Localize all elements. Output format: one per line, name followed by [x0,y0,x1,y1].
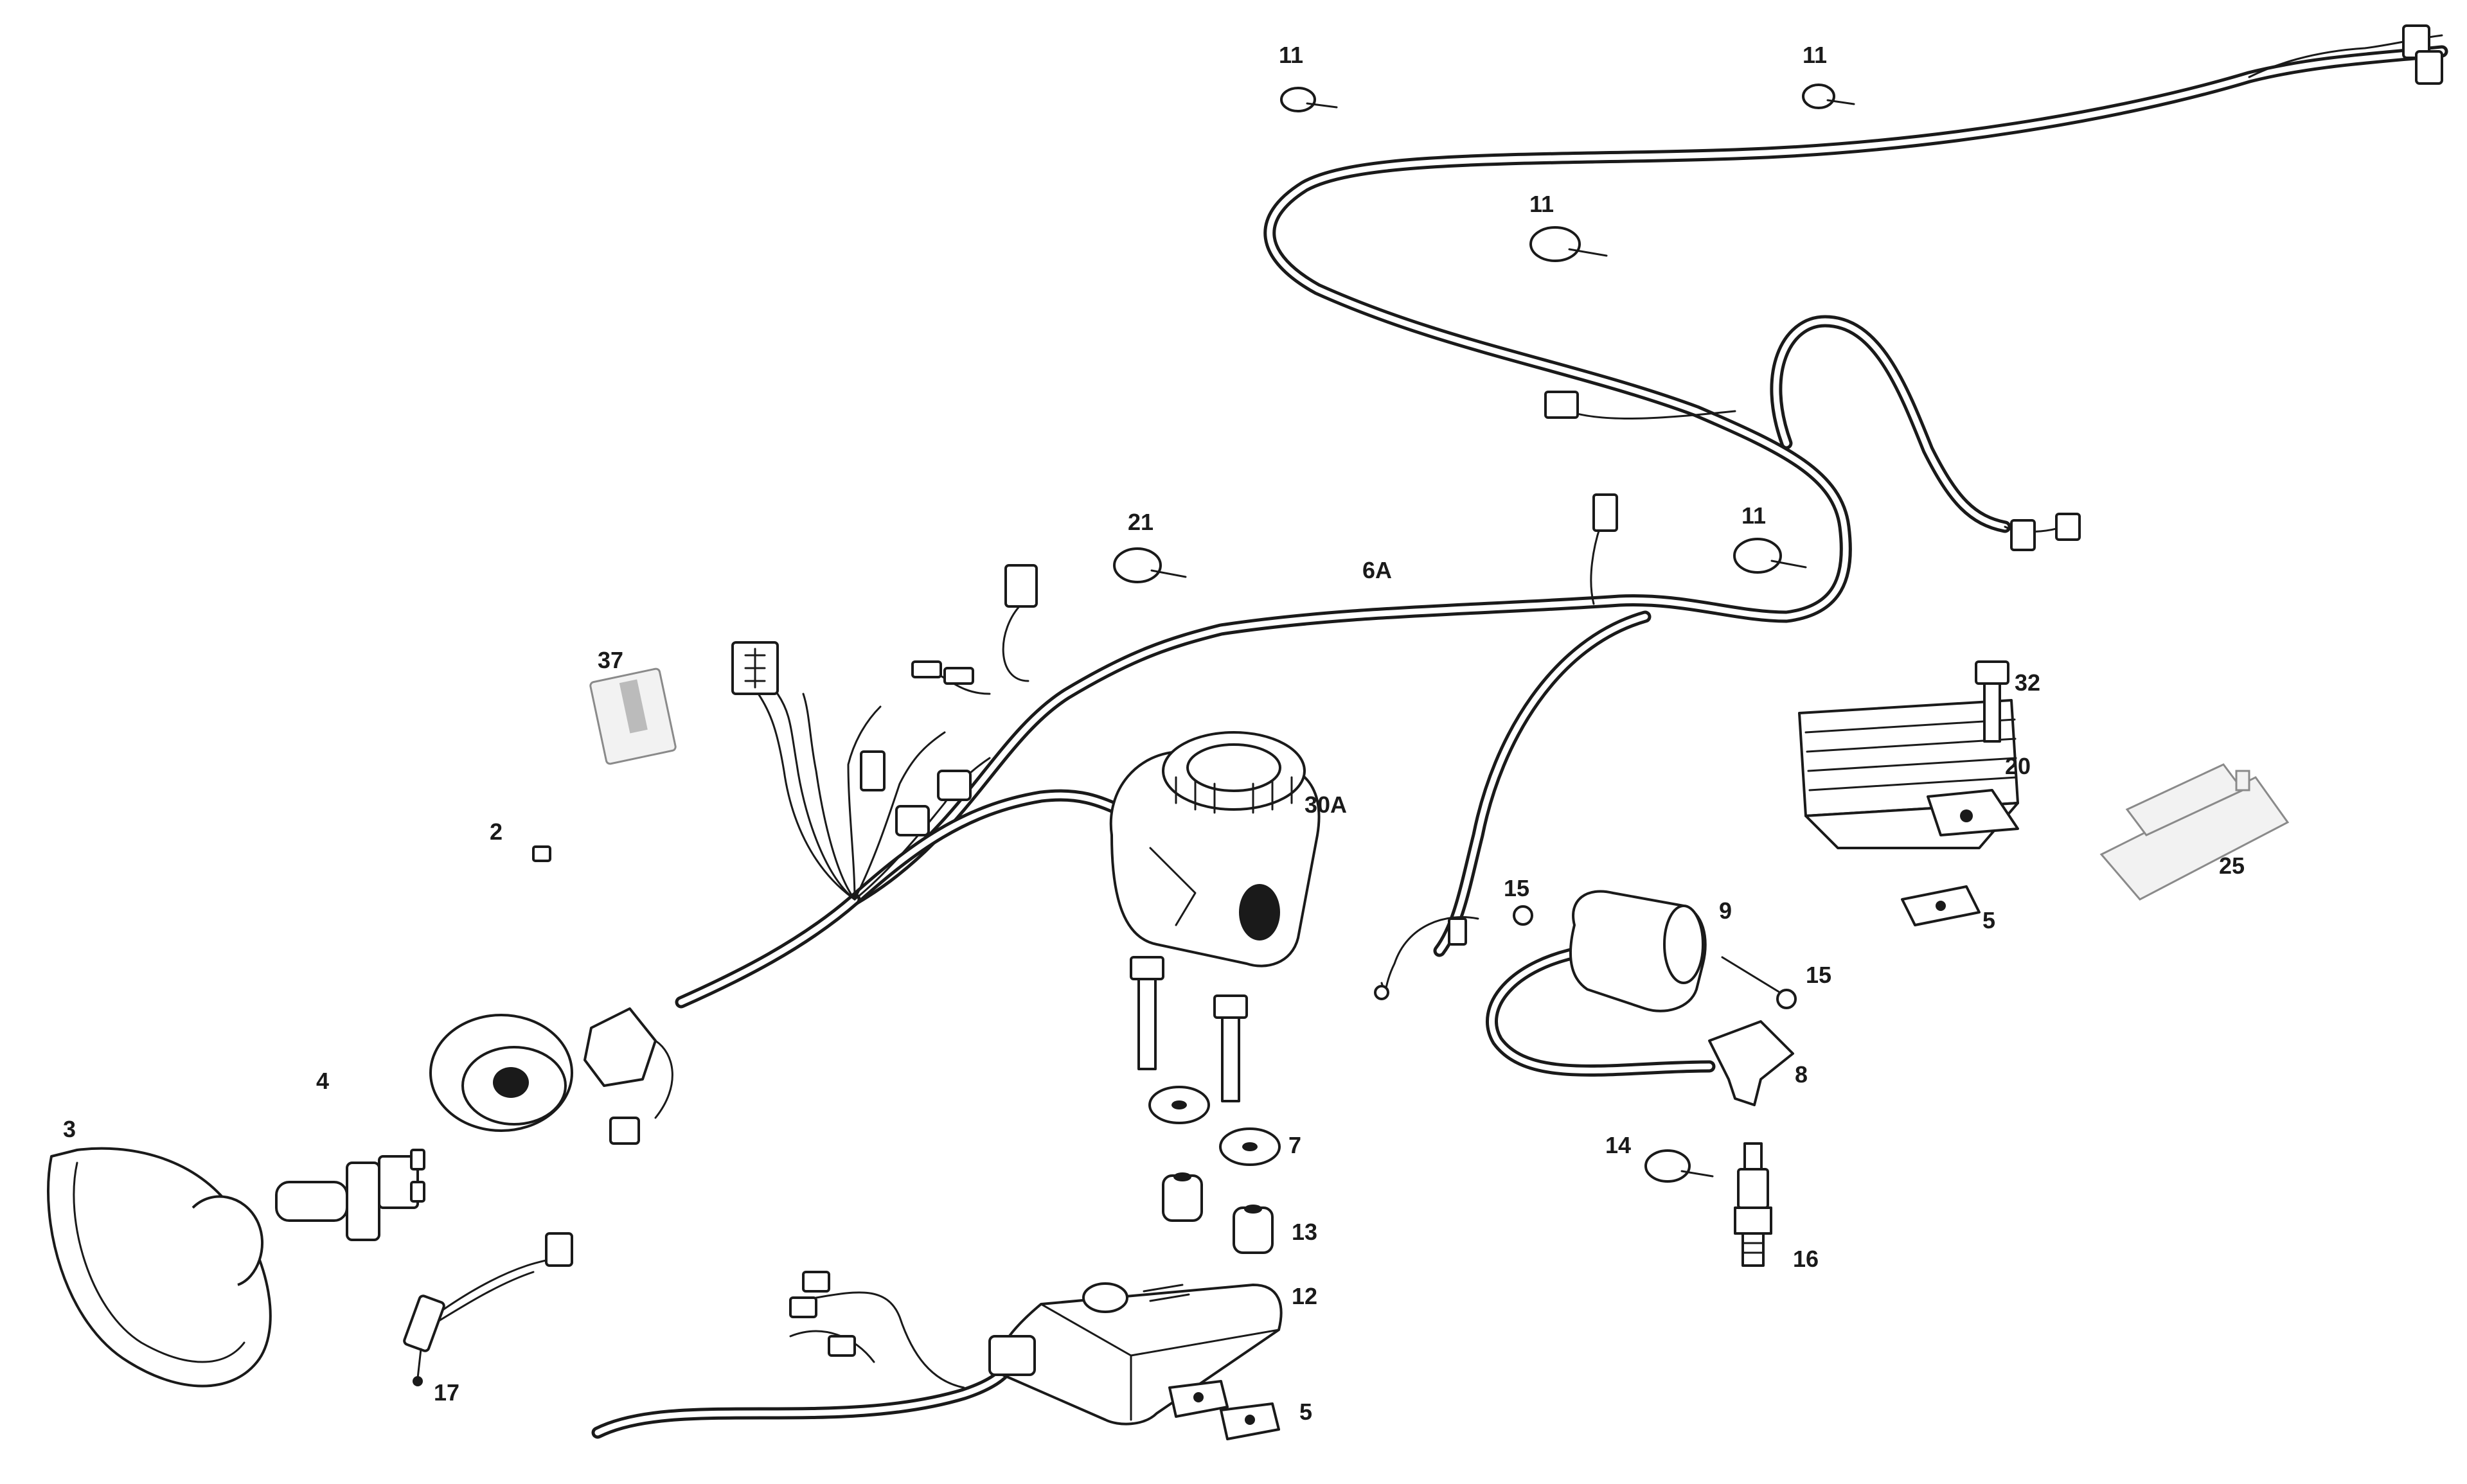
clamp-14 [1644,1149,1714,1183]
callout-4: 4 [316,1068,329,1094]
mounting-bolts [1130,956,1248,1102]
bulb-holder [429,1014,573,1132]
callout-labels: 11 11 11 11 21 6A 37 32 20 30A 2 15 9 15… [63,42,2245,1425]
callout-30a: 30A [1305,791,1347,818]
bulb-socket [583,1007,673,1145]
callout-5-a: 5 [1982,907,1995,933]
rectifier-regulator-20 [1798,699,2019,849]
callout-20: 20 [2005,753,2031,779]
handlebar-switch-30a [1109,731,1321,967]
clip-5-regulator [1901,885,1981,926]
callout-12: 12 [1292,1283,1317,1309]
cdi-unit-12 [988,1282,1283,1426]
callout-15-b: 15 [1806,962,1831,988]
bolt-32 [1975,660,2009,743]
relay-37 [589,667,677,765]
clamp-11-b [1802,84,1855,109]
spark-plug-16 [1734,1142,1772,1267]
callout-16: 16 [1793,1246,1819,1272]
callout-9: 9 [1719,897,1732,924]
washers-7 [1148,1086,1281,1166]
callout-6a: 6A [1362,557,1392,583]
small-fuse-2 [532,845,551,862]
grommets-13 [1162,1172,1274,1254]
callout-15-a: 15 [1504,875,1529,901]
callout-32: 32 [2015,669,2040,696]
sensor-17 [403,1294,445,1386]
screws-15 [1513,905,1797,1009]
clamp-11-a [1280,87,1338,112]
clamp-21 [1113,547,1187,583]
battery-cover-25 [2099,763,2290,901]
harness-connectors [545,24,2443,1357]
callout-13: 13 [1292,1219,1317,1245]
callout-17: 17 [434,1379,459,1406]
clamp-11-d [1733,538,1807,574]
callout-7: 7 [1288,1132,1301,1158]
headlight-bulb-4 [275,1149,425,1241]
callout-3: 3 [63,1116,76,1142]
ignition-coil-9 [1569,890,1707,1012]
hose-clamps [1113,84,1855,1183]
callout-2: 2 [490,818,503,845]
callout-8: 8 [1795,1061,1808,1088]
callout-21: 21 [1128,509,1153,535]
callout-11-d: 11 [1741,502,1766,529]
main-wiring-harness [423,34,2448,1439]
clamp-11-c [1529,226,1608,262]
clips-5-lower [1168,1380,1280,1440]
callout-11-b: 11 [1803,42,1827,68]
callout-5-b: 5 [1299,1399,1312,1425]
callout-11-c: 11 [1529,191,1554,217]
callout-37: 37 [598,647,623,673]
headlight-3 [47,1147,272,1388]
callout-25: 25 [2219,852,2245,879]
callout-11-a: 11 [1279,42,1303,68]
callout-14: 14 [1605,1132,1631,1158]
spark-plug-cap-8 [1708,1020,1794,1106]
